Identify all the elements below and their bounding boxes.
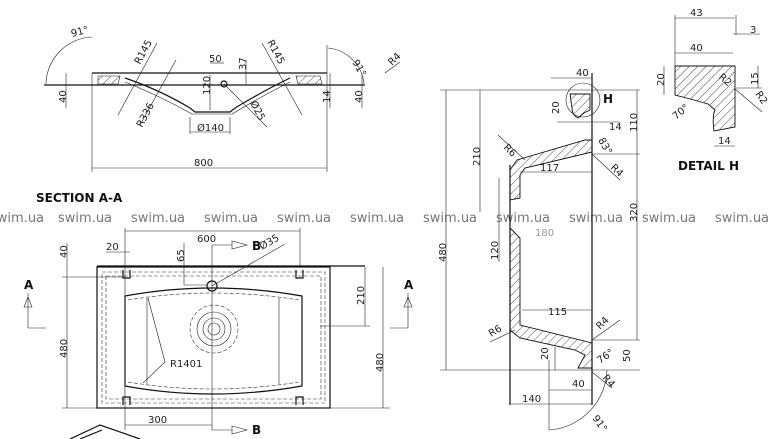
watermark: swim.ua (423, 211, 477, 226)
section-marker-b: B (252, 239, 261, 253)
basin-profile (124, 77, 291, 113)
watermark: swim.ua (642, 211, 696, 226)
dimension-label: 40 (576, 68, 589, 79)
partial-next-figure (69, 424, 141, 439)
radius-label: R4 (608, 162, 625, 179)
watermark: swim.ua (569, 211, 623, 226)
radius-label: R4 (594, 315, 611, 332)
dimension-label: 320 (629, 203, 640, 222)
radius-label: R4 (600, 373, 617, 390)
radius-label: R145 (133, 38, 155, 66)
dimension-label: 43 (690, 8, 703, 19)
angle-label: 70° (671, 102, 692, 122)
dimension-label: 40 (58, 90, 69, 103)
dimension-label: 480 (438, 243, 449, 262)
dimension-label: 14 (718, 136, 731, 147)
dimension-label: 480 (375, 353, 386, 372)
dimension-label: 300 (148, 415, 167, 426)
watermark: swim.ua (277, 211, 331, 226)
detail-h-title: DETAIL H (678, 159, 739, 173)
watermark: swim.ua (0, 211, 44, 226)
dimension-label: Ø140 (197, 122, 224, 134)
watermark: swim.ua (204, 211, 258, 226)
dimension-label: 20 (540, 347, 551, 360)
dimension-label: 140 (522, 394, 541, 405)
dimension-label: 180 (535, 228, 554, 239)
radius-label: R1401 (170, 359, 202, 370)
watermark: swim.ua (496, 211, 550, 226)
dimension-label: 480 (59, 339, 70, 358)
angle-label: 91° (590, 413, 609, 434)
dimension-label: 14 (322, 90, 333, 103)
dimension-label: 117 (540, 163, 559, 174)
dimension-label: 3 (750, 25, 756, 36)
radius-label: R2 (753, 89, 770, 106)
dimension-label: 110 (629, 113, 640, 132)
watermark-row: swim.ua swim.ua swim.ua swim.ua swim.ua … (0, 211, 769, 226)
section-aa-title: SECTION A-A (36, 191, 123, 205)
dimension-label: 65 (176, 249, 187, 262)
watermark: swim.ua (350, 211, 404, 226)
dimension-label: 40 (354, 90, 365, 103)
plan-view: 600 20 40 65 Ø35 210 480 480 R1401 300 A… (23, 228, 414, 439)
dimension-label: 40 (59, 245, 70, 258)
dimension-label: 20 (656, 73, 667, 86)
dimension-label: 800 (194, 158, 213, 169)
section-aa-view: 91° 91° R145 R145 R336 50 37 120 Ø25 Ø14… (36, 25, 404, 205)
angle-label: 76° (595, 347, 616, 366)
dimension-label: 50 (209, 54, 222, 65)
dimension-label: 120 (202, 76, 213, 95)
dimension-label: 14 (609, 122, 622, 133)
basin-outline (124, 287, 303, 395)
watermark: swim.ua (715, 211, 769, 226)
detail-h-view: 43 3 40 20 15 R2 R2 70° 14 DETAIL H (656, 8, 769, 173)
radius-label: R145 (264, 38, 286, 66)
detail-h-circle (565, 82, 601, 118)
dimension-label: 210 (356, 286, 367, 305)
angle-label: 91° (70, 25, 90, 40)
radius-label: R6 (501, 142, 518, 159)
watermark: swim.ua (131, 211, 185, 226)
dimension-label: 115 (548, 307, 567, 318)
dimension-label: 20 (551, 101, 562, 114)
detail-h-marker: H (603, 92, 613, 106)
dimension-label: 40 (572, 379, 585, 390)
faucet-hole (220, 80, 228, 88)
dimension-label: 40 (690, 43, 703, 54)
dimension-label: 600 (197, 234, 216, 245)
dimension-label: 15 (750, 72, 761, 85)
radius-label: R6 (487, 323, 504, 339)
section-bb-view: 40 20 H 14 110 210 R6 83° 117 R4 120 180… (438, 68, 640, 434)
angle-label: 91° (349, 58, 367, 79)
radius-label: R336 (135, 101, 157, 129)
dimension-label: 37 (238, 57, 249, 70)
dimension-label: 20 (106, 242, 119, 253)
dimension-label: 50 (622, 349, 633, 362)
radius-label: R4 (386, 51, 403, 68)
watermark: swim.ua (58, 211, 112, 226)
section-marker-b: B (252, 423, 261, 437)
dimension-label: 120 (490, 241, 501, 260)
dimension-label: 210 (472, 147, 483, 166)
section-marker-a: A (404, 278, 414, 292)
section-marker-a: A (24, 278, 34, 292)
